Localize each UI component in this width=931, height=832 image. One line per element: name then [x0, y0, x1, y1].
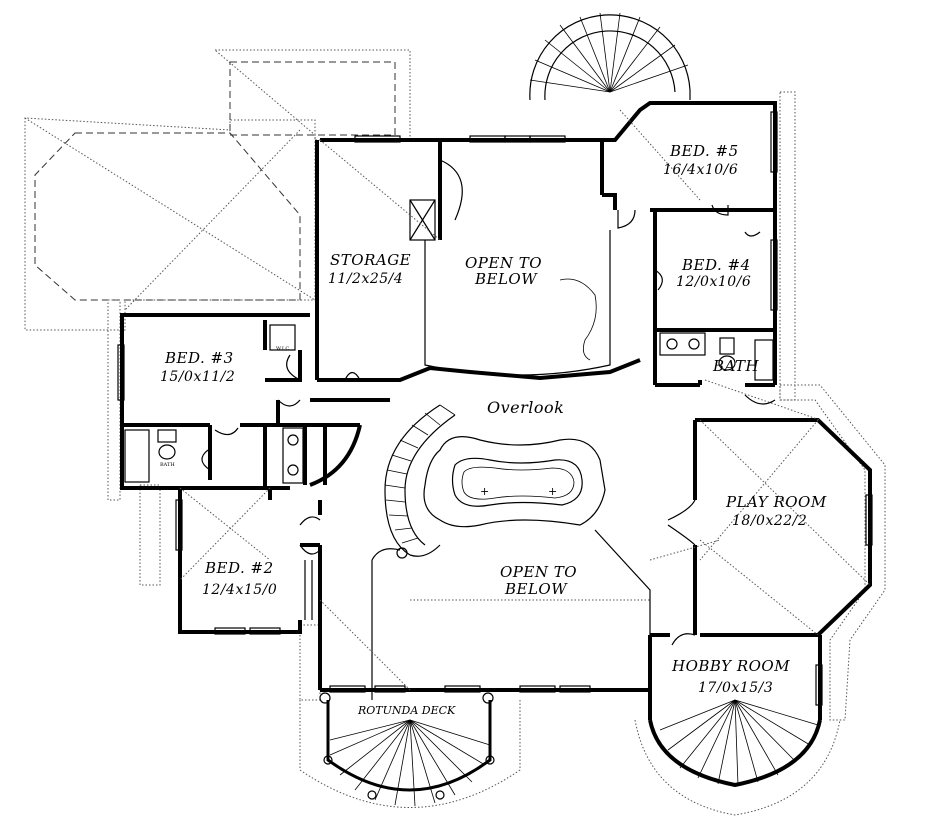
hobby-room-radials: [659, 699, 819, 786]
wic-name: W.I.C.: [276, 346, 291, 352]
overlook-name: Overlook: [487, 398, 564, 417]
bed2-name: BED. #2: [204, 559, 274, 577]
open-bottom-line1: OPEN TO: [500, 563, 577, 581]
bed3-dims: 15/0x11/2: [160, 369, 235, 385]
room-labels: STORAGE 11/2x25/4 OPEN TO BELOW BED. #5 …: [160, 142, 827, 717]
roof-outline: [24, 49, 886, 721]
open-bottom-line2: BELOW: [504, 580, 568, 598]
open-top-line1: OPEN TO: [465, 254, 542, 272]
open-top-line2: BELOW: [474, 270, 538, 288]
rotunda-deck-outline: [299, 700, 521, 808]
gallery-railing: + +: [423, 436, 651, 635]
hobby-deck-outline: [634, 719, 841, 816]
bed2-dims: 12/4x15/0: [202, 582, 277, 598]
svg-text:+: +: [480, 485, 489, 498]
bed4-name: BED. #4: [681, 256, 751, 274]
hobby-room-dims: 17/0x15/3: [698, 680, 773, 696]
bed4-dims: 12/0x10/6: [676, 274, 751, 290]
bath-left-fixtures: [124, 324, 304, 484]
bed3-name: BED. #3: [164, 349, 234, 367]
play-room-name: PLAY ROOM: [725, 493, 827, 511]
roof-hip-lines: [179, 109, 871, 691]
svg-text:+: +: [548, 485, 557, 498]
open-to-below-top-outline: [424, 230, 611, 376]
bath-right-name: BATH: [712, 357, 760, 375]
grand-stair: [371, 404, 456, 700]
bed5-dims: 16/4x10/6: [663, 162, 738, 178]
windows: [117, 111, 873, 706]
play-room-dims: 18/0x22/2: [732, 513, 807, 529]
bed5-name: BED. #5: [669, 142, 739, 160]
storage-dims: 11/2x25/4: [328, 271, 403, 287]
bed2-closet: [304, 560, 313, 620]
hobby-room-name: HOBBY ROOM: [671, 657, 790, 675]
top-spiral-stair: [529, 12, 691, 101]
bath-right-fixtures: [659, 332, 774, 381]
doors: [201, 159, 776, 646]
rotunda-deck-radials: [329, 719, 491, 807]
rotunda-deck-name: ROTUNDA DECK: [357, 704, 456, 717]
bath-left-name: BATH: [160, 462, 175, 468]
storage-name: STORAGE: [330, 251, 411, 269]
rotunda-columns: [319, 692, 495, 800]
